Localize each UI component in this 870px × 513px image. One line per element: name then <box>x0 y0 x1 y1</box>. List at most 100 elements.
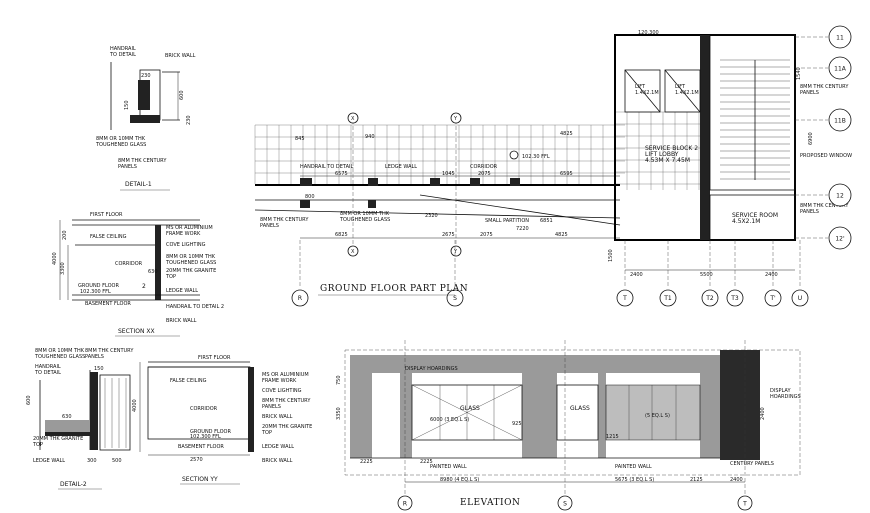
grid-label-y-bottom: Y <box>453 249 458 255</box>
top-tag: 120.300 <box>638 30 659 36</box>
elev-century-panels: CENTURY PANELS <box>730 461 774 467</box>
syy-wall <box>248 367 254 452</box>
syy-dim-2570: 2570 <box>190 457 203 463</box>
grid-label-bottom: T3 <box>730 295 739 302</box>
grid-label-y: Y <box>453 116 458 122</box>
syy-basement: BASEMENT FLOOR <box>178 444 224 450</box>
elev-dim-8980: 8980 (4 EQ.L S) <box>440 477 479 483</box>
elev-columns <box>350 373 720 458</box>
floor-tile-grid <box>254 111 700 190</box>
grid-bubble-elevation <box>397 495 413 511</box>
elev-glass-mid <box>556 384 599 441</box>
detail1-wall-fill <box>138 80 150 110</box>
sxx-title: SECTION XX <box>118 328 155 335</box>
grid-bubble-right <box>828 108 852 132</box>
d2-note-ledge: LEDGE WALL <box>33 458 65 464</box>
sxx-basement: BASEMENT FLOOR <box>85 301 131 307</box>
plan-dim-7220: 7220 <box>516 226 529 232</box>
staircase <box>709 34 796 191</box>
grid-bubble-bottom <box>791 289 809 307</box>
syy-note-brick: BRICK WALL <box>262 414 293 420</box>
elev-glass-right <box>605 384 701 441</box>
detail1-dim-150: 150 <box>124 100 130 110</box>
grid-label-bottom: R <box>298 295 302 302</box>
grid-bubble-bottom <box>616 289 634 307</box>
stair-treads <box>720 59 790 180</box>
grid-bubble-bottom <box>764 289 782 307</box>
detail1-ledge <box>130 115 160 123</box>
elevation: GLASS GLASS 6000 (3 EQ.L S) (5 EQ.L S) 9… <box>336 340 801 511</box>
elev-dim-925: 925 <box>512 421 522 427</box>
plan-title: GROUND FLOOR PART PLAN <box>320 284 468 294</box>
grid-label-bottom: T1 <box>663 295 672 302</box>
elev-dim-2400b: 2400 <box>730 477 743 483</box>
elev-dim-6000: 6000 (3 EQ.L S) <box>430 417 469 423</box>
sxx-corridor: CORRIDOR <box>115 261 143 267</box>
grid-bubble-right <box>828 56 852 80</box>
grid-bubble-bottom <box>726 289 744 307</box>
sxx-note-brick: BRICK WALL <box>166 318 197 324</box>
syy-title: SECTION YY <box>182 476 218 483</box>
elevation-boundary <box>344 349 801 476</box>
plan-dim-845: 845 <box>295 136 305 142</box>
sxx-first-floor: FIRST FLOOR <box>90 212 123 218</box>
plan-dim-5500: 5500 <box>700 272 713 278</box>
plan-note-partition: SMALL PARTITION <box>485 218 529 224</box>
d2-title: DETAIL-2 <box>60 481 87 488</box>
grid-label-x-bottom: X <box>351 249 355 255</box>
syy-note-brick2: BRICK WALL <box>262 458 293 464</box>
d2-wall <box>90 372 98 450</box>
grid-label-elevation: R <box>403 501 407 508</box>
plan-dim-6825: 6825 <box>335 232 348 238</box>
grid-label-right: 11A <box>834 66 847 73</box>
plan-dim-6851: 6851 <box>540 218 553 224</box>
d2-dim-630: 630 <box>62 414 72 420</box>
elev-glass-label-left: GLASS <box>460 405 480 412</box>
grid-bubble-elevation <box>557 495 573 511</box>
plan-dim-4825b: 4825 <box>555 232 568 238</box>
sxx-mark-2: 2 <box>142 283 146 290</box>
plan-note-handrail: HANDRAIL TO DETAIL <box>300 164 353 170</box>
syy-note-cove: COVE LIGHTING <box>262 388 302 394</box>
elev-dim-5eq: (5 EQ.L S) <box>645 413 670 419</box>
sxx-dim-3300: 3300 <box>60 262 66 275</box>
elev-painted-wall-left: PAINTED WALL <box>430 464 467 470</box>
elevation-title: ELEVATION <box>460 498 520 508</box>
plan-dim-1045: 1045 <box>442 171 455 177</box>
grid-label-bottom: T' <box>769 295 776 302</box>
sxx-note-ledge: LEDGE WALL <box>166 288 198 294</box>
syy-level: 102.300 FFL <box>190 434 221 440</box>
plan-dim-2075b: 2075 <box>480 232 493 238</box>
plan-dim-6575: 6575 <box>335 171 348 177</box>
grid-bubble-bottom <box>446 289 464 307</box>
grid-bubble-bottom <box>291 289 309 307</box>
plan-ffl: 102.30 FFL <box>522 154 550 160</box>
elev-dim-2225b: 2225 <box>420 459 433 465</box>
elev-painted-wall-right: PAINTED WALL <box>615 464 652 470</box>
grid-bubble-elevation <box>737 495 753 511</box>
sxx-ground-floor: GROUND FLOOR <box>78 283 119 289</box>
plan-dim-940: 940 <box>365 134 375 140</box>
detail1-dim-600: 600 <box>179 90 185 100</box>
section-xx: FIRST FLOOR FALSE CEILING CORRIDOR GROUN… <box>52 212 224 337</box>
plan-dim-6595: 6595 <box>560 171 573 177</box>
sxx-note-cove: COVE LIGHTING <box>166 242 206 248</box>
grid-label-right: 12 <box>836 193 844 200</box>
